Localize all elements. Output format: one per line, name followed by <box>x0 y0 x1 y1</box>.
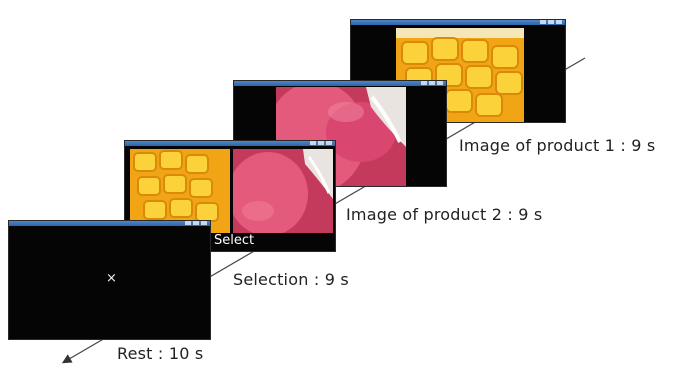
window-titlebar <box>9 221 210 226</box>
window-titlebar <box>234 81 446 86</box>
window-titlebar <box>125 141 335 146</box>
label-selection: Selection : 9 s <box>233 270 349 289</box>
label-product-2: Image of product 2 : 9 s <box>346 205 542 224</box>
selection-sorbet-image <box>233 149 333 233</box>
label-product-1: Image of product 1 : 9 s <box>459 136 655 155</box>
label-rest: Rest : 10 s <box>117 344 203 363</box>
window-titlebar <box>351 20 565 25</box>
select-text: Select <box>214 233 254 248</box>
fixation-cross: × <box>106 271 117 286</box>
screen-rest: × <box>8 220 211 340</box>
